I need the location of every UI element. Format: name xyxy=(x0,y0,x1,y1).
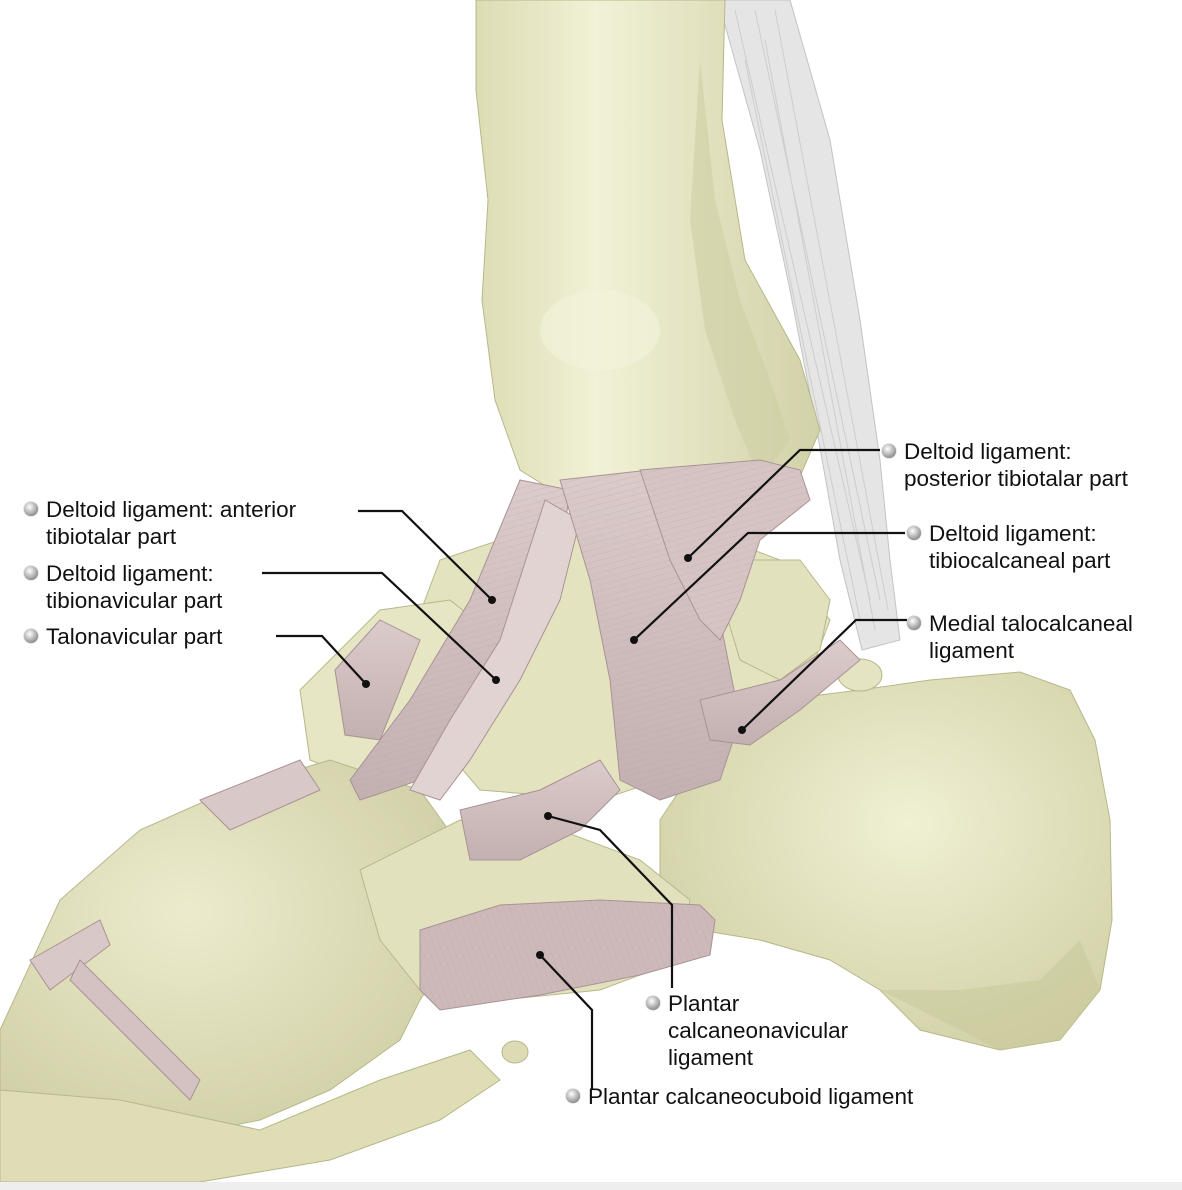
interosseous-membrane xyxy=(717,0,901,651)
tibia-shading xyxy=(690,60,790,480)
bullet-icon xyxy=(907,526,921,540)
tibia-bump xyxy=(540,290,660,370)
label-line: tibiotalar part xyxy=(46,524,177,549)
label-plantar-calcaneonavicular: Plantar calcaneonavicular ligament xyxy=(646,990,849,1071)
label-line: Deltoid ligament: xyxy=(46,561,214,586)
plantar-calcaneocuboid-fibers xyxy=(420,900,715,1010)
label-line: calcaneonavicular xyxy=(668,1018,849,1043)
small-sesamoid xyxy=(501,1040,529,1064)
label-line: Deltoid ligament: anterior xyxy=(46,497,297,522)
label-posterior-tibiotalar: Deltoid ligament: posterior tibiotalar p… xyxy=(882,438,1128,492)
leader-plantar-calcaneonavicular xyxy=(547,814,674,988)
tibionavicular-ligament xyxy=(409,499,581,801)
label-anterior-tibiotalar: Deltoid ligament: anterior tibiotalar pa… xyxy=(24,496,297,550)
endpoint-anterior-tibiotalar xyxy=(488,596,496,604)
bullet-icon xyxy=(882,444,896,458)
label-tibionavicular: Deltoid ligament: tibionavicular part xyxy=(24,560,223,614)
anterior-tibiotalar-fibers xyxy=(350,480,570,800)
endpoint-tibiocalcaneal xyxy=(630,636,638,644)
bullet-icon xyxy=(566,1089,580,1103)
midfoot-ligament-strand-2 xyxy=(199,759,321,831)
label-tibiocalcaneal: Deltoid ligament: tibiocalcaneal part xyxy=(907,520,1111,574)
leader-endpoints xyxy=(362,554,746,959)
label-line: Deltoid ligament: xyxy=(904,439,1072,464)
label-line: tibiocalcaneal part xyxy=(929,548,1111,573)
leader-anterior-tibiotalar xyxy=(358,509,493,601)
label-medial-talocalcaneal: Medial talocalcaneal ligament xyxy=(907,610,1133,664)
label-line: Deltoid ligament: xyxy=(929,521,1097,546)
label-line: ligament xyxy=(668,1045,754,1070)
endpoint-tibionavicular xyxy=(492,676,500,684)
label-talonavicular: Talonavicular part xyxy=(24,623,223,650)
leader-tibiocalcaneal xyxy=(633,531,905,641)
bullet-icon xyxy=(24,566,38,580)
leader-posterior-tibiotalar xyxy=(687,448,880,559)
leader-tibionavicular xyxy=(262,571,497,681)
bullet-icon xyxy=(24,629,38,643)
talonavicular-ligament xyxy=(334,619,421,741)
bullet-icon xyxy=(24,502,38,516)
midfoot-ligament-strand-1 xyxy=(29,919,111,991)
endpoint-talonavicular xyxy=(362,680,370,688)
bottom-bar xyxy=(0,1182,1182,1190)
leader-medial-talocalcaneal xyxy=(741,618,907,731)
membrane-fibers xyxy=(734,9,889,631)
label-line: Talonavicular part xyxy=(46,624,223,649)
bullet-icon xyxy=(907,616,921,630)
label-line: Plantar xyxy=(668,991,740,1016)
plantar-calcaneonavicular-ligament xyxy=(459,759,621,861)
leader-plantar-calcaneocuboid xyxy=(539,954,594,1090)
endpoint-plantar-calcaneocuboid xyxy=(536,951,544,959)
endpoint-plantar-calcaneonavicular xyxy=(544,812,552,820)
endpoint-posterior-tibiotalar xyxy=(684,554,692,562)
posterior-tibiotalar-fibers xyxy=(640,460,810,640)
label-line: Medial talocalcaneal xyxy=(929,611,1133,636)
endpoint-medial-talocalcaneal xyxy=(738,726,746,734)
label-line: tibionavicular part xyxy=(46,588,223,613)
label-line: Plantar calcaneocuboid ligament xyxy=(588,1084,914,1109)
label-line: ligament xyxy=(929,638,1015,663)
calcaneus-shading xyxy=(880,940,1100,1050)
label-plantar-calcaneocuboid: Plantar calcaneocuboid ligament xyxy=(566,1083,914,1110)
bullet-icon xyxy=(646,996,660,1010)
leader-lines xyxy=(262,448,907,1090)
label-line: posterior tibiotalar part xyxy=(904,466,1128,491)
leader-talonavicular xyxy=(276,634,367,685)
midfoot-ligament-strand-3 xyxy=(69,959,201,1101)
